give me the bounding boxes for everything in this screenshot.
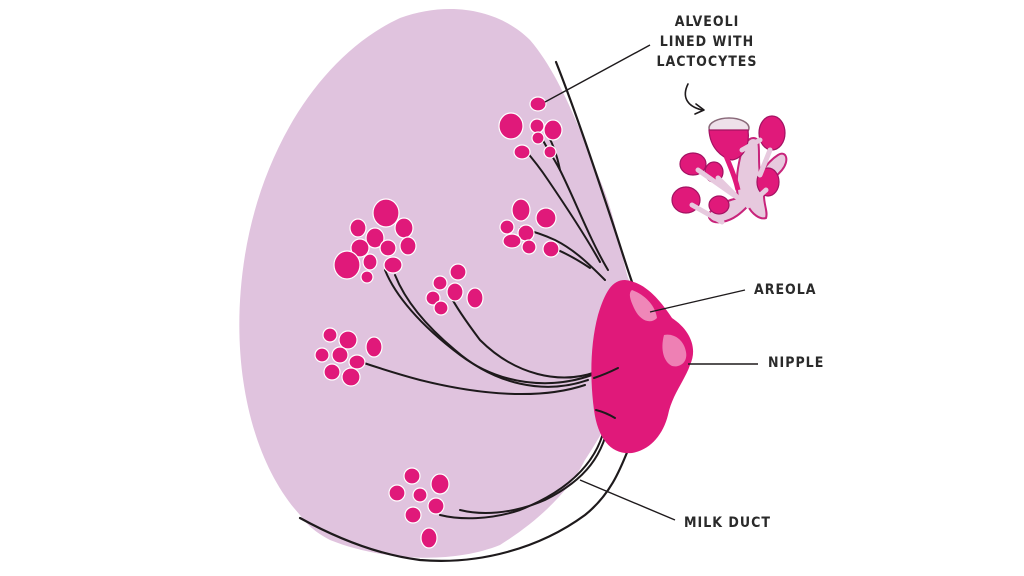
nipple-label: NIPPLE (768, 355, 825, 371)
alveoli-label-line-2: LINED WITH (659, 34, 755, 50)
milk-ducts (354, 129, 611, 520)
lower-breast-line (298, 448, 630, 562)
milk-duct-leader-line (579, 479, 676, 521)
areola (591, 280, 694, 454)
nipple-ducts (593, 367, 619, 419)
areola-label: AREOLA (754, 282, 817, 298)
alveoli-label-line-1: ALVEOLI (674, 14, 740, 30)
alveoli-leader-line (544, 44, 651, 103)
alveoli-label-line-3: LACTOCYTES (656, 54, 758, 70)
alveoli-arrow (684, 83, 703, 111)
alveoli-cluster-top (498, 96, 563, 160)
alveoli-cluster-bottom (388, 467, 450, 549)
alveoli-cluster-center (425, 263, 484, 316)
alveoli-cluster-left (314, 327, 383, 387)
nipple (662, 334, 687, 367)
areola-highlight (629, 290, 657, 322)
areola-leader-line (649, 289, 746, 313)
alveoli-cluster-middle-right (499, 198, 560, 258)
alveoli-label: ALVEOLI LINED WITH LACTOCYTES (652, 12, 762, 72)
breast-outline (554, 60, 634, 284)
alveoli-inset (671, 115, 788, 225)
milk-duct-label: MILK DUCT (684, 515, 771, 531)
alveoli-cluster-large-left (333, 198, 417, 284)
